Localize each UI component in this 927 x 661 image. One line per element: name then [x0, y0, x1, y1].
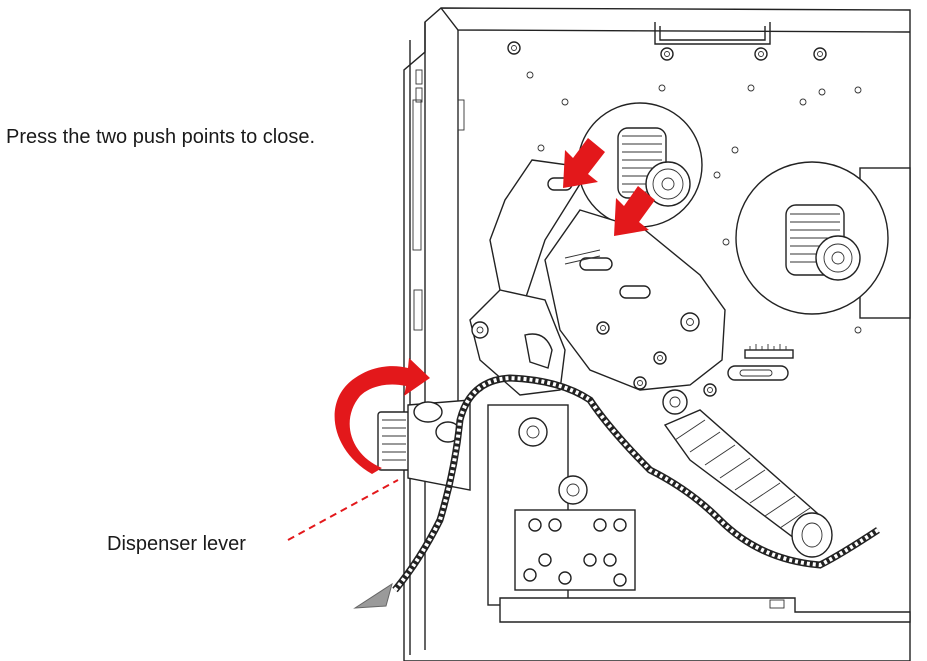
dashed-leader-line	[287, 479, 399, 541]
lower-plate	[499, 509, 911, 623]
label-spindle	[735, 161, 911, 319]
label-exit-arrow-icon	[353, 582, 393, 609]
dispenser-lever-label: Dispenser lever	[107, 533, 246, 555]
width-scale	[727, 344, 794, 381]
label-web-path	[353, 374, 880, 609]
curved-rotate-arrow-icon	[334, 358, 430, 474]
ribbon-spindle	[577, 102, 703, 228]
down-left-arrow-icon	[614, 186, 655, 236]
down-left-arrow-icon	[563, 138, 605, 188]
print-head-assembly	[469, 159, 726, 415]
instruction-text: Press the two push points to close.	[6, 126, 316, 148]
platen-roller	[663, 409, 833, 558]
frame-screws	[476, 41, 862, 392]
push-arrows	[563, 138, 655, 236]
